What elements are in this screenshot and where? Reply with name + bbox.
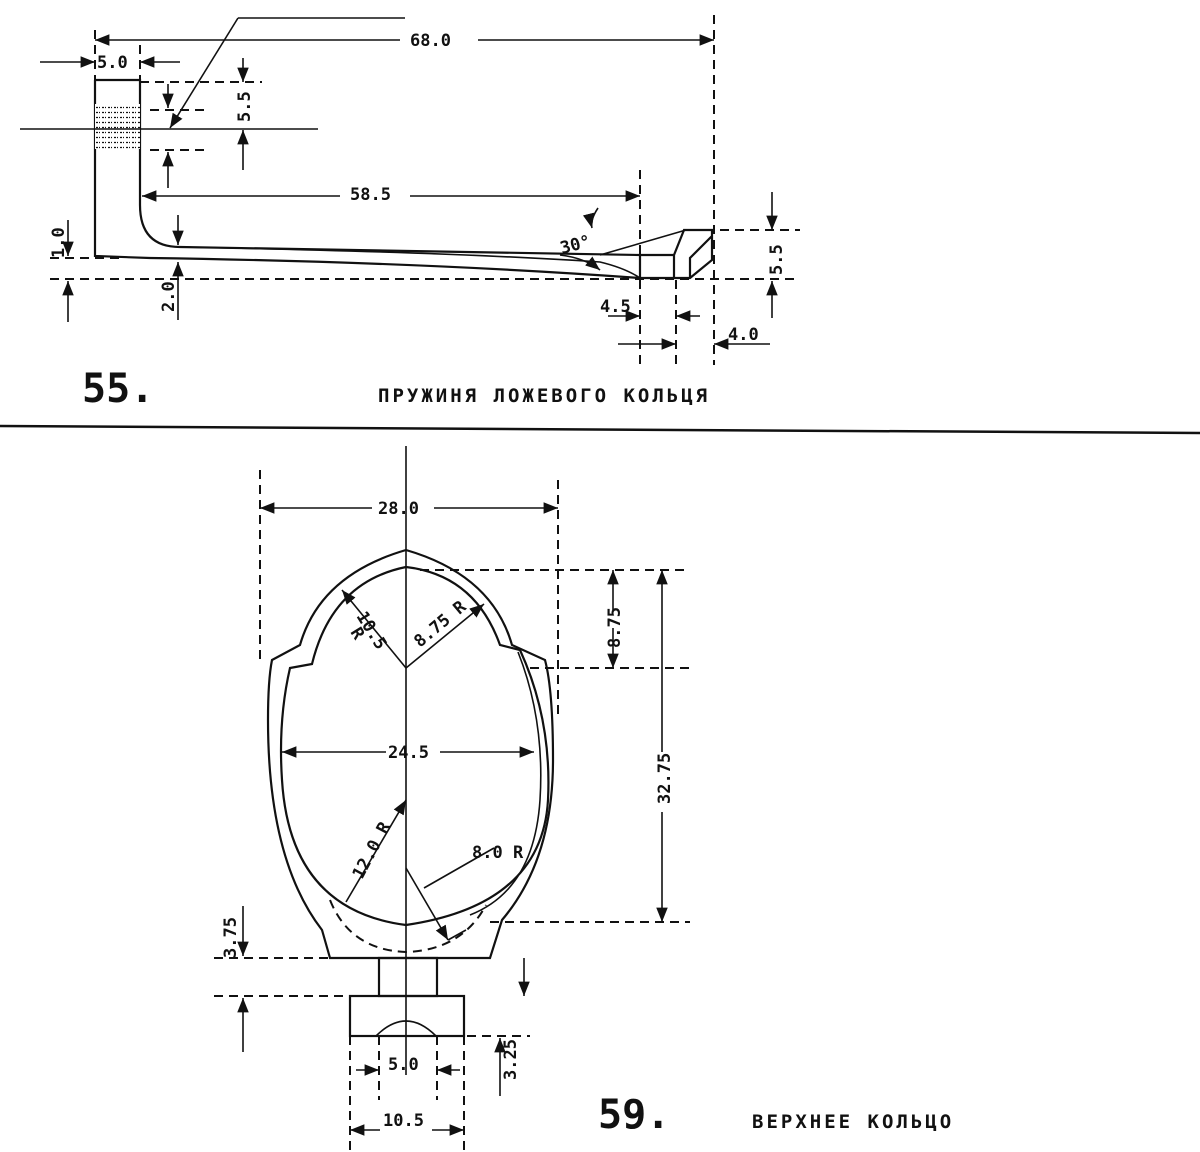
dim-68-label: 68.0 xyxy=(410,31,451,51)
radius-top-right-label: 8.75 R xyxy=(410,597,470,652)
dim-5-label: 5.0 xyxy=(97,53,128,73)
radius-bottom-left-label: 12.0 R xyxy=(349,818,396,882)
radius-bottom-right-label: 8.0 R xyxy=(472,843,524,863)
spring-end-piece xyxy=(638,228,714,280)
figure-59-number: 59. xyxy=(598,1092,670,1138)
figure-55-caption: ПРУЖИНЯ ЛОЖЕВОГО КОЛЬЦЯ xyxy=(378,385,710,407)
figure-59-caption: ВЕРХНЕЕ КОЛЬЦО xyxy=(752,1111,954,1133)
spring-outline xyxy=(93,78,641,280)
dim-58-label: 58.5 xyxy=(350,185,391,205)
dim-40-label: 4.0 xyxy=(728,325,759,345)
radius-bottom-right xyxy=(405,867,449,941)
figure-55-number: 55. xyxy=(82,366,154,412)
angle-arrow-top xyxy=(582,207,599,229)
dim-245-label: 24.5 xyxy=(388,743,429,763)
ring-outer-outline xyxy=(266,548,555,960)
radius-top-left-r: R xyxy=(346,624,369,644)
dim-1-label: 1.0 xyxy=(49,227,69,258)
dim-105-label: 10.5 xyxy=(383,1111,424,1131)
dim-2-label: 2.0 xyxy=(159,281,179,312)
dim-45-label: 4.5 xyxy=(600,297,631,317)
radius-top-left xyxy=(341,589,407,669)
dim-end-label: 5.5 xyxy=(767,244,787,275)
ring-tab-notch xyxy=(375,1020,437,1037)
dim-875-label: 8.75 xyxy=(605,607,625,648)
ring-hidden-arc xyxy=(329,899,487,954)
figure-59-drawing: 28.0 10.5 R 8.75 R 8.75 24.5 32.75 12.0 … xyxy=(214,446,690,1150)
ring-tab xyxy=(348,994,466,1038)
spring-inner-curve xyxy=(179,246,641,279)
angle-ref-line xyxy=(599,229,687,256)
dim-50-label: 5.0 xyxy=(388,1055,419,1075)
dim-325-label: 3.25 xyxy=(501,1039,521,1080)
figure-55-drawing: 68.0 5.0 5.5 58.5 1.0 2.0 30° 5.5 xyxy=(20,15,800,365)
radius-bottom-right-leader xyxy=(423,847,495,889)
dim-28-label: 28.0 xyxy=(378,499,419,519)
dim-hatch-label: 5.5 xyxy=(235,91,255,122)
ring-inner-outline xyxy=(279,565,550,927)
radius-top-right xyxy=(405,603,485,669)
figure-separator xyxy=(0,424,1200,435)
ring-stem xyxy=(377,956,439,998)
hatched-grip xyxy=(95,104,140,149)
radius-bottom-right-tick xyxy=(447,929,467,941)
leader-grip xyxy=(169,17,239,129)
dim-375-label: 3.75 xyxy=(221,917,241,958)
ring-inner-edge xyxy=(469,651,542,916)
radius-bottom-left xyxy=(345,799,407,903)
angle-arc xyxy=(559,254,601,271)
dim-3275-label: 32.75 xyxy=(655,753,675,804)
